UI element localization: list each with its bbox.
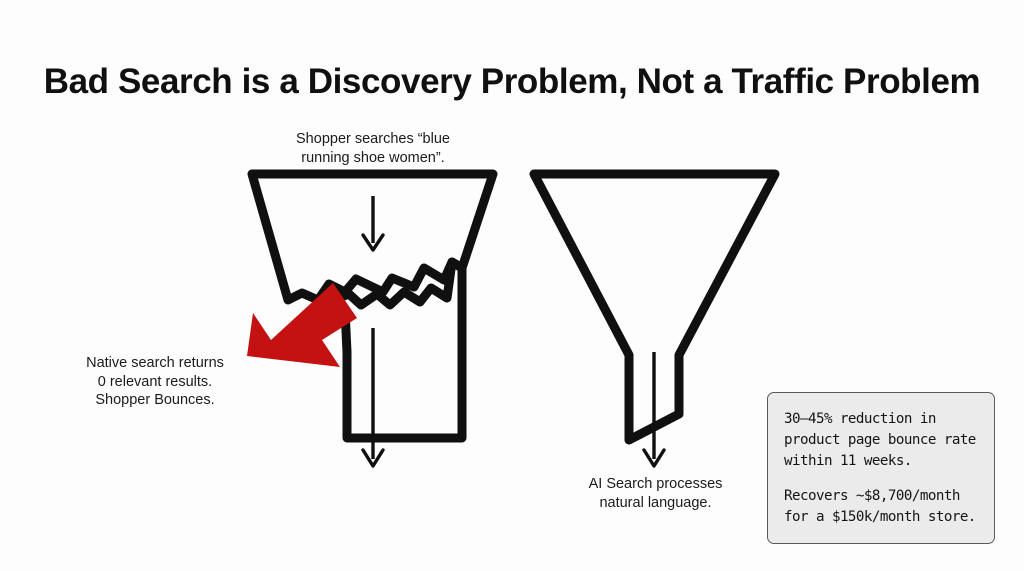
bounce-arrow: [247, 283, 357, 367]
inflow-arrow-left: [361, 196, 385, 252]
flow-arrow-right: [642, 352, 666, 468]
intact-funnel: [529, 169, 780, 468]
outflow-arrow-left: [361, 328, 385, 468]
failure-note: Native search returns 0 relevant results…: [86, 355, 224, 408]
stat-spacer: [784, 472, 980, 486]
broken-funnel: [247, 169, 498, 468]
ai-search-note: AI Search processes natural language.: [588, 476, 723, 511]
query-note: Shopper searches “blue running shoe wome…: [296, 131, 450, 166]
stat-callout-box: 30–45% reduction in product page bounce …: [767, 392, 995, 544]
stat-revenue-recovery: Recovers ~$8,700/month for a $150k/month…: [784, 488, 976, 525]
page-title: Bad Search is a Discovery Problem, Not a…: [43, 62, 981, 101]
stat-bounce-reduction: 30–45% reduction in product page bounce …: [784, 411, 976, 469]
